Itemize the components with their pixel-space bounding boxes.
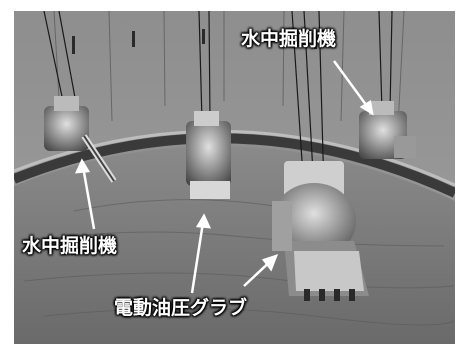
label-excavator-right: 水中掘削機 xyxy=(241,28,337,50)
shaft-photo: 水中掘削機 水中掘削機 電動油圧グラブ xyxy=(14,11,455,344)
grab-machine xyxy=(272,161,369,301)
shaft-ring-ledge xyxy=(14,133,455,198)
shaft-scene xyxy=(14,11,455,344)
excavator-left-machine xyxy=(44,96,117,183)
excavator-center-machine xyxy=(186,111,231,199)
label-excavator-left: 水中掘削機 xyxy=(22,235,118,257)
callout-arrows xyxy=(74,60,374,294)
label-grab: 電動油圧グラブ xyxy=(114,297,248,319)
excavator-right-machine xyxy=(359,101,416,159)
